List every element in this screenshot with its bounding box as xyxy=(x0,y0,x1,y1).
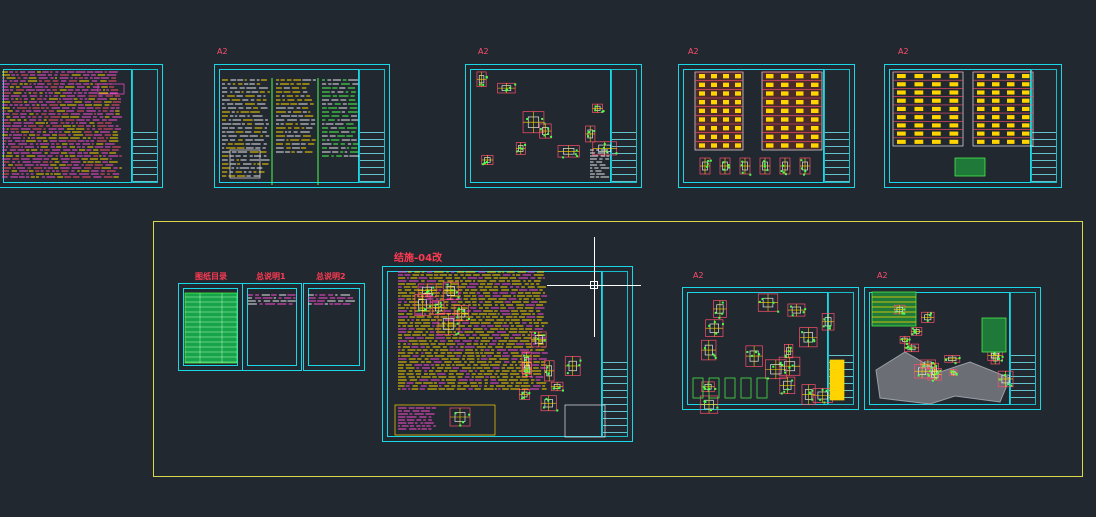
crosshair-cursor-pickbox xyxy=(590,281,598,289)
title-block xyxy=(1010,292,1036,405)
title-block xyxy=(132,69,158,183)
title-block xyxy=(611,69,637,183)
sheet-size-label: A2 xyxy=(688,47,699,56)
title-block xyxy=(602,271,628,437)
drawing-sheet-general-notes[interactable] xyxy=(214,64,390,188)
crosshair-cursor-horizontal xyxy=(547,285,641,286)
sheet-title-directory: 图纸目录 xyxy=(195,272,227,281)
crosshair-cursor-vertical xyxy=(594,237,595,337)
sheet-title-notes1: 总说明1 xyxy=(256,272,286,281)
sheet-size-label: A2 xyxy=(877,271,888,280)
drawing-sheet-structural-04[interactable] xyxy=(382,266,633,442)
sheet-size-label: A2 xyxy=(898,47,909,56)
sheet-title-detail: 结施-04改 xyxy=(394,253,443,264)
selection-window[interactable] xyxy=(153,221,1083,477)
sheet-size-label: A2 xyxy=(693,271,704,280)
drawing-sheet-details[interactable] xyxy=(465,64,642,188)
sheet-size-label: A2 xyxy=(217,47,228,56)
title-block xyxy=(824,69,850,183)
title-block xyxy=(359,69,385,183)
title-block xyxy=(1031,69,1057,183)
sheet-title-notes2: 总说明2 xyxy=(316,272,346,281)
sheet-size-label: A2 xyxy=(478,47,489,56)
